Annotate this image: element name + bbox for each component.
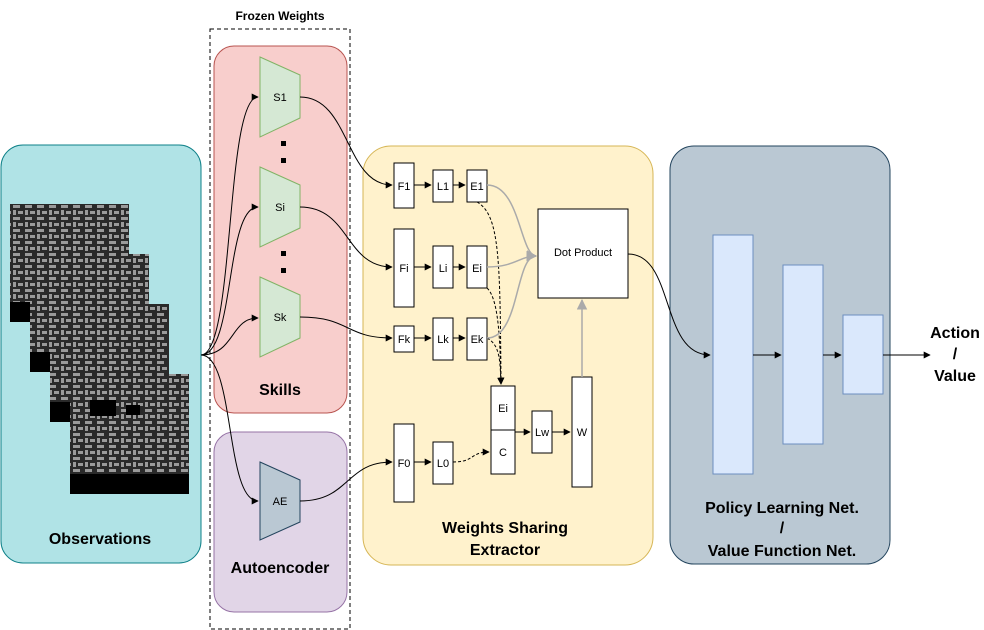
skill-sk-label: Sk xyxy=(274,312,287,324)
skill-sk-trapezoid xyxy=(259,276,301,358)
ek-node xyxy=(466,317,488,361)
policy-dense-3 xyxy=(842,314,884,395)
fi-label: Fi xyxy=(399,263,408,275)
l1-node xyxy=(432,169,454,203)
fk-label: Fk xyxy=(398,334,411,346)
policy-label-line3: Value Function Net. xyxy=(708,543,856,560)
l1-label: L1 xyxy=(437,181,449,193)
dot-product-label: Dot Product xyxy=(554,247,612,259)
autoencoder-node-label: AE xyxy=(273,496,288,508)
dot-product-node xyxy=(537,208,629,299)
observation-frames xyxy=(10,204,189,494)
frozen-weights-label: Frozen Weights xyxy=(235,9,324,23)
policy-dense-1 xyxy=(712,234,754,475)
lk-label: Lk xyxy=(437,334,449,346)
concat-bottom-label: C xyxy=(499,447,507,459)
extractor-label-line1: Weights Sharing xyxy=(442,520,568,537)
e1-label: E1 xyxy=(470,181,483,193)
l0-label: L0 xyxy=(437,458,449,470)
autoencoder-trapezoid xyxy=(259,461,301,541)
autoencoder-label: Autoencoder xyxy=(231,560,330,577)
concat-top-label: Ei xyxy=(498,403,508,415)
skills-label: Skills xyxy=(259,382,301,399)
f0-node xyxy=(393,423,415,503)
f0-label: F0 xyxy=(398,458,411,470)
ei-label: Ei xyxy=(472,263,482,275)
output-label-line2: / xyxy=(953,346,958,363)
ek-label: Ek xyxy=(471,334,484,346)
l0-node xyxy=(432,441,454,485)
skill-s1-trapezoid xyxy=(259,56,301,138)
w-label: W xyxy=(577,427,588,439)
policy-dense-2 xyxy=(782,264,824,445)
output-label-line3: Value xyxy=(934,368,976,385)
fi-node xyxy=(393,228,415,308)
skill-si-label: Si xyxy=(275,202,285,214)
li-label: Li xyxy=(439,263,448,275)
f1-label: F1 xyxy=(398,181,411,193)
skill-s1-label: S1 xyxy=(273,92,286,104)
lk-node xyxy=(432,317,454,361)
policy-label-line1: Policy Learning Net. xyxy=(705,500,859,517)
skill-ellipsis-dots xyxy=(281,141,286,273)
lw-label: Lw xyxy=(535,427,549,439)
extractor-label-line2: Extractor xyxy=(470,542,540,559)
skill-si-trapezoid xyxy=(259,166,301,248)
frozen-weights-region xyxy=(209,28,351,630)
observations-label: Observations xyxy=(49,531,151,548)
output-label-line1: Action xyxy=(930,325,980,342)
fk-node xyxy=(393,325,415,353)
policy-label-line2: / xyxy=(780,520,785,537)
